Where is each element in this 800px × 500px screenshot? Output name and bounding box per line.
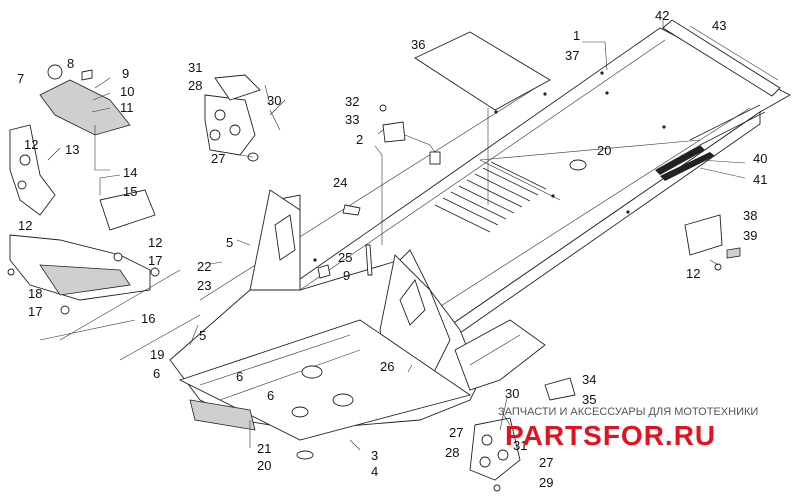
- callout-21: 21: [257, 441, 271, 456]
- callout-41: 41: [753, 172, 767, 187]
- callout-25: 25: [338, 250, 352, 265]
- callout-10: 10: [120, 84, 134, 99]
- callout-31b: 31: [513, 438, 527, 453]
- callout-24: 24: [333, 175, 347, 190]
- part-7-cover: [39, 79, 131, 136]
- callouts: 1 2 3 4 5 5 6 6 6 7 8 9 9 10 11 12 12 12…: [17, 8, 767, 490]
- callout-2: 2: [356, 132, 363, 147]
- callout-6a: 6: [153, 366, 160, 381]
- callout-6c: 6: [267, 388, 274, 403]
- callout-37: 37: [565, 48, 579, 63]
- tunnel-vents: [434, 161, 547, 233]
- callout-12c: 12: [148, 235, 162, 250]
- part-9-tag: [81, 69, 93, 81]
- callout-28a: 28: [188, 78, 202, 93]
- callout-5a: 5: [226, 235, 233, 250]
- callout-42: 42: [655, 8, 669, 23]
- callout-22: 22: [197, 259, 211, 274]
- callout-27c: 27: [539, 455, 553, 470]
- part-bracket-left: [9, 124, 56, 216]
- front-bulkhead: [169, 189, 546, 460]
- callout-34: 34: [582, 372, 596, 387]
- callout-12a: 12: [24, 137, 38, 152]
- part-33-module: [382, 121, 406, 143]
- callout-1: 1: [573, 28, 580, 43]
- callout-32: 32: [345, 94, 359, 109]
- callout-16: 16: [141, 311, 155, 326]
- callout-28b: 28: [445, 445, 459, 460]
- callout-7: 7: [17, 71, 24, 86]
- callout-17b: 17: [28, 304, 42, 319]
- part-28-bracket: [204, 94, 256, 156]
- callout-30a: 30: [267, 93, 281, 108]
- callout-13: 13: [65, 142, 79, 157]
- callout-43: 43: [712, 18, 726, 33]
- callout-26: 26: [380, 359, 394, 374]
- watermark-caption: ЗАПЧАСТИ И АКСЕССУАРЫ ДЛЯ МОТОТЕХНИКИ: [498, 406, 758, 418]
- callout-31a: 31: [188, 60, 202, 75]
- callout-29: 29: [539, 475, 553, 490]
- callout-4: 4: [371, 464, 378, 479]
- watermark: ЗАПЧАСТИ И АКСЕССУАРЫ ДЛЯ МОТОТЕХНИКИ PA…: [498, 406, 758, 451]
- callout-38: 38: [743, 208, 757, 223]
- left-side-parts: [7, 64, 160, 315]
- callout-20b: 20: [257, 458, 271, 473]
- watermark-logo: PARTSFOR.RU: [505, 420, 716, 451]
- part-20-nut: [569, 159, 587, 171]
- callout-3: 3: [371, 448, 378, 463]
- callout-14: 14: [123, 165, 137, 180]
- callout-9b: 9: [343, 268, 350, 283]
- part-39-pad: [726, 247, 741, 259]
- part-8-cap: [47, 64, 63, 80]
- callout-27a: 27: [211, 151, 225, 166]
- callout-20a: 20: [597, 143, 611, 158]
- part-14-brace: [99, 189, 156, 231]
- callout-5b: 5: [199, 328, 206, 343]
- callout-12d: 12: [686, 266, 700, 281]
- callout-11: 11: [120, 100, 134, 115]
- callout-30b: 30: [505, 386, 519, 401]
- callout-19: 19: [150, 347, 164, 362]
- callout-6b: 6: [236, 369, 243, 384]
- callout-36: 36: [411, 37, 425, 52]
- callout-18: 18: [28, 286, 42, 301]
- upper-center-parts: [204, 31, 587, 279]
- callout-8: 8: [67, 56, 74, 71]
- leader-lines: [39, 18, 779, 451]
- callout-40: 40: [753, 151, 767, 166]
- callout-39: 39: [743, 228, 757, 243]
- part-36-pad: [414, 31, 551, 111]
- callout-17a: 17: [148, 253, 162, 268]
- callout-35: 35: [582, 392, 596, 407]
- right-side-parts: [469, 214, 741, 492]
- callout-12b: 12: [18, 218, 32, 233]
- part-38-bracket: [684, 214, 723, 256]
- callout-33: 33: [345, 112, 359, 127]
- callout-27b: 27: [449, 425, 463, 440]
- tunnel-decal: [655, 104, 766, 181]
- callout-15: 15: [123, 184, 137, 199]
- callout-9a: 9: [122, 66, 129, 81]
- callout-23: 23: [197, 278, 211, 293]
